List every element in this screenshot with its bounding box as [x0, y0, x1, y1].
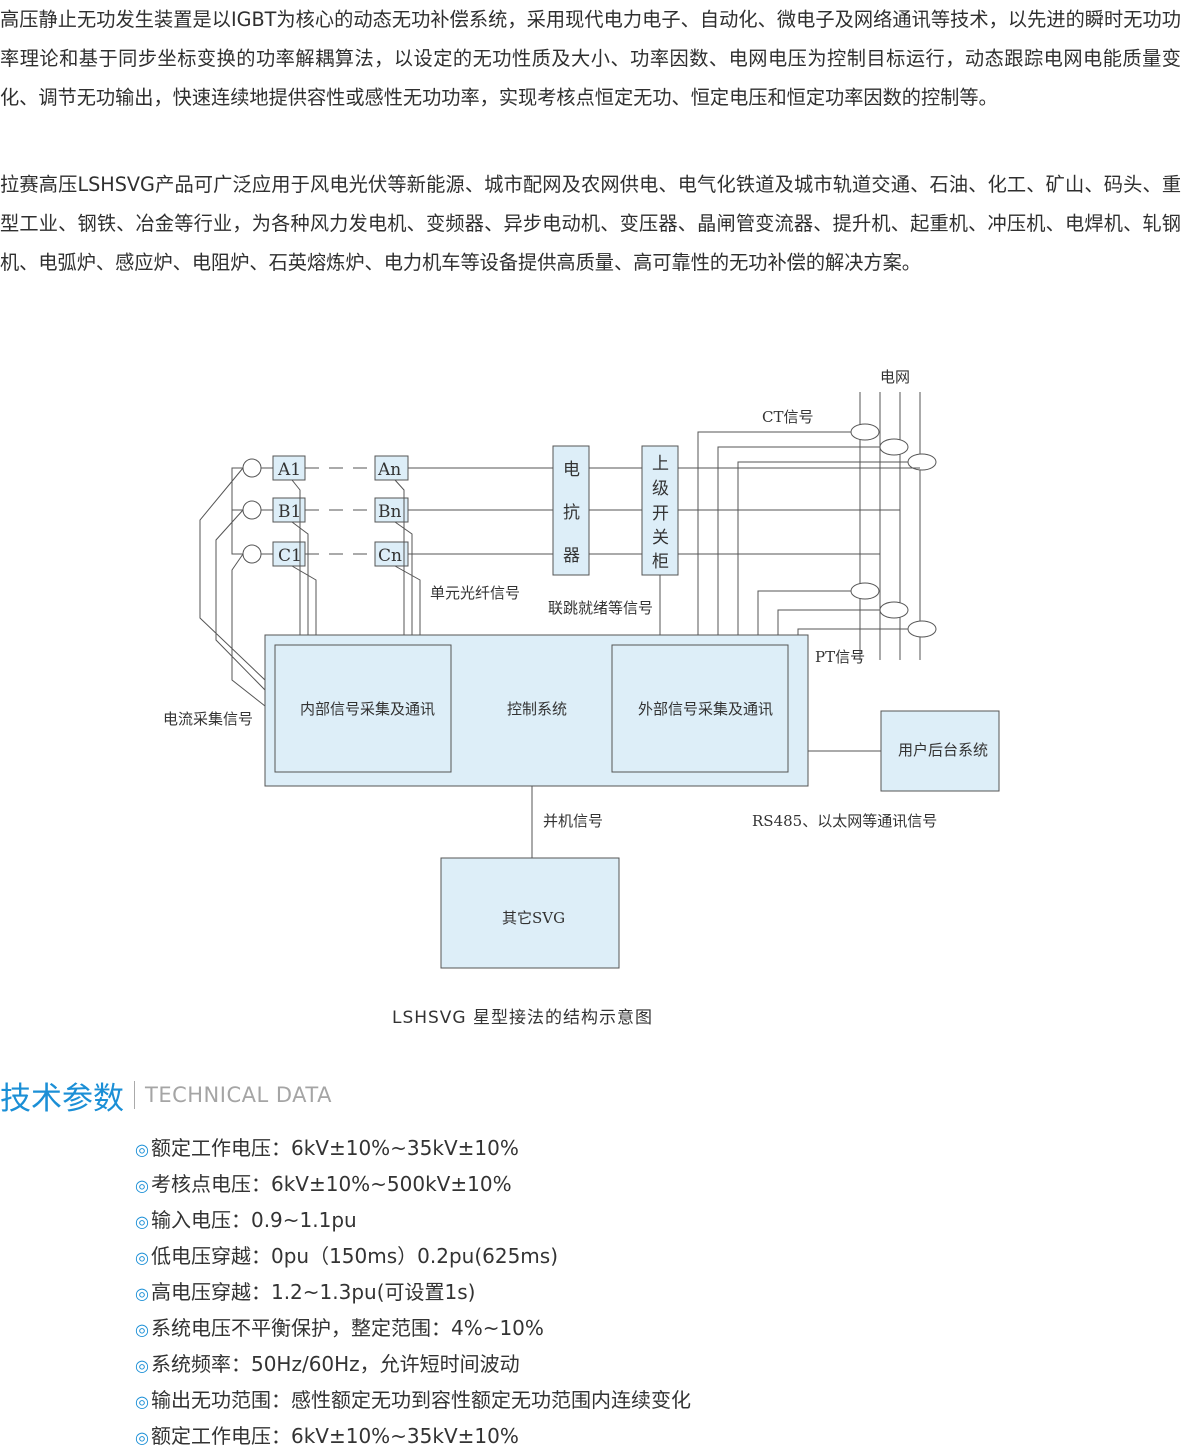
spec-sep: ：: [250, 1280, 271, 1304]
spec-value: 6kV±10%~35kV±10%: [290, 1424, 519, 1448]
spec-item: ◎考核点电压：6kV±10%~500kV±10%: [135, 1166, 691, 1202]
unit-a1: A1: [277, 460, 301, 480]
reactor-box: [552, 445, 590, 576]
grid-label: 电网: [880, 368, 910, 386]
user-backend-label: 用户后台系统: [898, 741, 988, 759]
intro-paragraph-2: 拉赛高压LSHSVG产品可广泛应用于风电光伏等新能源、城市配网及农网供电、电气化…: [0, 173, 1181, 274]
spec-item: ◎额定工作电压：6kV±10%~35kV±10%: [135, 1130, 691, 1166]
unit-c1: C1: [278, 546, 302, 566]
spec-item: ◎高电压穿越：1.2~1.3pu(可设置1s): [135, 1274, 691, 1310]
spec-item: ◎输出无功范围：感性额定无功到容性额定无功范围内连续变化: [135, 1382, 691, 1418]
pt-signal-label: PT信号: [815, 648, 865, 666]
spec-value: 4%~10%: [450, 1316, 544, 1340]
reactor-char-1: 电: [563, 460, 580, 480]
spec-value: 50Hz/60Hz，允许短时间波动: [250, 1352, 520, 1376]
switch-char-3: 开: [652, 504, 669, 524]
structure-diagram: 电网 CT信号 PT信号: [163, 368, 1000, 969]
spec-key: 考核点电压: [150, 1172, 251, 1196]
external-comm-label: 外部信号采集及通讯: [638, 700, 773, 718]
spec-sep: ：: [430, 1316, 451, 1340]
section-title-zh: 技术参数: [0, 1080, 124, 1117]
spec-item: ◎低电压穿越：0pu（150ms）0.2pu(625ms): [135, 1238, 691, 1274]
bullet-icon: ◎: [135, 1392, 149, 1411]
spec-item: ◎系统电压不平衡保护，整定范围：4%~10%: [135, 1310, 691, 1346]
bullet-icon: ◎: [135, 1320, 149, 1339]
title-divider: [134, 1081, 135, 1109]
unit-an: An: [377, 460, 401, 480]
spec-item: ◎额定工作电压：6kV±10%~35kV±10%: [135, 1418, 691, 1454]
bullet-icon: ◎: [135, 1284, 149, 1303]
other-svg-label: 其它SVG: [502, 909, 565, 927]
unit-b1: B1: [278, 502, 301, 522]
spec-key: 系统频率: [150, 1352, 231, 1376]
bullet-icon: ◎: [135, 1356, 149, 1375]
spec-key: 系统电压不平衡保护，整定范围: [150, 1316, 431, 1340]
switch-char-2: 级: [652, 479, 669, 499]
spec-item: ◎输入电压：0.9~1.1pu: [135, 1202, 691, 1238]
spec-key: 额定工作电压: [150, 1136, 271, 1160]
spec-key: 输入电压: [150, 1208, 231, 1232]
bullet-icon: ◎: [135, 1428, 149, 1447]
internal-comm-box: [274, 644, 452, 773]
user-backend-box: [880, 710, 1000, 792]
spec-value: 0pu（150ms）0.2pu(625ms): [270, 1244, 558, 1268]
bullet-icon: ◎: [135, 1212, 149, 1231]
bullet-icon: ◎: [135, 1140, 149, 1159]
spec-sep: ：: [250, 1172, 271, 1196]
spec-list: ◎额定工作电压：6kV±10%~35kV±10% ◎考核点电压：6kV±10%~…: [135, 1130, 691, 1454]
internal-comm-label: 内部信号采集及通讯: [300, 700, 435, 718]
spec-key: 输出无功范围: [150, 1388, 271, 1412]
parallel-signal-label: 并机信号: [543, 812, 603, 830]
rs485-label: RS485、以太网等通讯信号: [752, 812, 937, 830]
ct-sensors: [850, 423, 937, 471]
trip-signal-label: 联跳就绪等信号: [548, 599, 653, 617]
bullet-icon: ◎: [135, 1248, 149, 1267]
reactor-char-2: 抗: [563, 503, 580, 523]
switch-char-5: 柜: [652, 552, 669, 572]
spec-value: 0.9~1.1pu: [250, 1208, 357, 1232]
other-svg-box: [440, 857, 620, 969]
grid-lines: [859, 392, 921, 660]
spec-sep: ：: [270, 1136, 291, 1160]
diagram-caption: LSHSVG 星型接法的结构示意图: [391, 1008, 654, 1028]
spec-item: ◎系统频率：50Hz/60Hz，允许短时间波动: [135, 1346, 691, 1382]
spec-sep: ：: [270, 1388, 291, 1412]
section-title-en: TECHNICAL DATA: [145, 1083, 332, 1107]
fiber-signal-label: 单元光纤信号: [430, 584, 520, 602]
unit-bn: Bn: [378, 502, 401, 522]
external-comm-box: [611, 644, 789, 773]
spec-sep: ：: [270, 1424, 291, 1448]
spec-value: 1.2~1.3pu(可设置1s): [270, 1280, 476, 1304]
spec-value: 6kV±10%~500kV±10%: [270, 1172, 512, 1196]
spec-sep: ：: [250, 1244, 271, 1268]
switch-char-1: 上: [652, 454, 669, 474]
current-signal-label: 电流采集信号: [163, 710, 253, 728]
spec-value: 感性额定无功到容性额定无功范围内连续变化: [290, 1388, 691, 1412]
control-system-label: 控制系统: [507, 700, 567, 718]
reactor-char-3: 器: [563, 546, 580, 566]
star-point-circles: [242, 458, 262, 564]
spec-value: 6kV±10%~35kV±10%: [290, 1136, 519, 1160]
intro-paragraph-1: 高压静止无功发生装置是以IGBT为核心的动态无功补偿系统，采用现代电力电子、自动…: [0, 8, 1181, 109]
spec-key: 低电压穿越: [150, 1244, 251, 1268]
pt-sensors: [850, 582, 937, 638]
upper-switch-box: [641, 445, 679, 576]
switch-char-4: 关: [652, 528, 669, 548]
unit-cn: Cn: [378, 546, 402, 566]
spec-sep: ：: [230, 1352, 251, 1376]
spec-key: 高电压穿越: [150, 1280, 251, 1304]
ct-signal-label: CT信号: [762, 408, 813, 426]
spec-sep: ：: [230, 1208, 251, 1232]
section-title: 技术参数 TECHNICAL DATA: [0, 1075, 332, 1117]
spec-key: 额定工作电压: [150, 1424, 271, 1448]
bullet-icon: ◎: [135, 1176, 149, 1195]
